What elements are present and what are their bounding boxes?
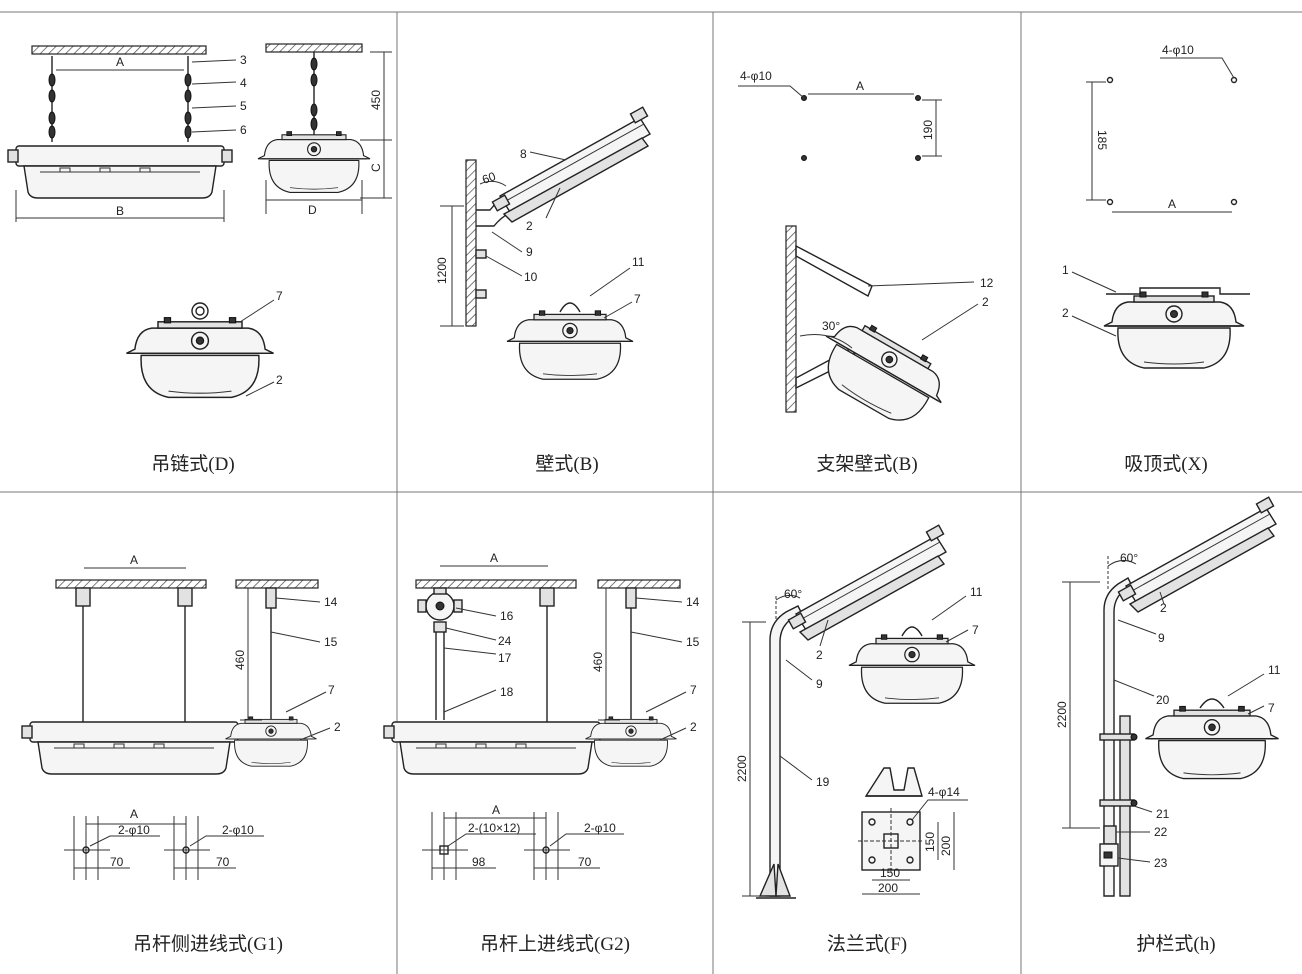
callout-9: 9 — [526, 245, 533, 259]
callout-7: 7 — [972, 623, 979, 637]
dim-a: A — [856, 79, 864, 93]
caption-guardrail: 护栏式(h) — [1136, 933, 1215, 955]
angle-60: 60° — [784, 587, 802, 601]
panel-rod-top-entry: A 16 24 17 18 460 14 15 7 2 A — [383, 551, 700, 955]
dim-a: A — [1168, 197, 1176, 211]
callout-10: 10 — [524, 270, 538, 284]
callout-7: 7 — [276, 289, 283, 303]
caption-g2: 吊杆上进线式(G2) — [480, 933, 630, 955]
callout-15: 15 — [324, 635, 338, 649]
callout-21: 21 — [1156, 807, 1170, 821]
dim-70a: 70 — [110, 855, 124, 869]
callout-9: 9 — [1158, 631, 1165, 645]
caption-wall: 壁式(B) — [535, 453, 598, 475]
callout-19: 19 — [816, 775, 830, 789]
angle-30: 30° — [822, 319, 840, 333]
callout-24: 24 — [498, 634, 512, 648]
callout-2: 2 — [334, 720, 341, 734]
callout-15: 15 — [686, 635, 700, 649]
panel-chain-suspension: A B 3 4 5 6 D 450 C 7 2 吊链式(D) — [7, 43, 392, 475]
dim-200h: 200 — [878, 881, 898, 895]
callout-2: 2 — [526, 219, 533, 233]
hole-spec: 4-φ14 — [928, 785, 960, 799]
caption-bracket: 支架壁式(B) — [816, 453, 917, 475]
dim-a: A — [130, 553, 138, 567]
caption-chain: 吊链式(D) — [151, 453, 234, 475]
callout-2: 2 — [690, 720, 697, 734]
callout-20: 20 — [1156, 693, 1170, 707]
caption-ceiling: 吸顶式(X) — [1124, 453, 1207, 475]
hole-spec-2: 2-φ10 — [222, 823, 254, 837]
callout-2: 2 — [1062, 306, 1069, 320]
dim-70b: 70 — [216, 855, 230, 869]
panel-guardrail: 60° 2 9 2200 20 21 22 23 11 7 护栏式(h) — [1055, 496, 1281, 955]
dim-150v: 150 — [923, 832, 937, 852]
callout-2: 2 — [1160, 601, 1167, 615]
dim-70: 70 — [578, 855, 592, 869]
hole-spec-2: 2-φ10 — [584, 821, 616, 835]
callout-17: 17 — [498, 651, 512, 665]
callout-7: 7 — [690, 683, 697, 697]
callout-7: 7 — [634, 292, 641, 306]
caption-g1: 吊杆侧进线式(G1) — [133, 933, 283, 955]
angle-60: 60° — [1120, 551, 1138, 565]
panel-wall-mount: 8 60 2 9 10 1200 11 7 壁式(B) — [435, 106, 651, 475]
callout-1: 1 — [1062, 263, 1069, 277]
panel-ceiling: 4-φ10 185 A 1 2 吸顶式(X) — [1062, 43, 1250, 475]
callout-7: 7 — [1268, 701, 1275, 715]
callout-6: 6 — [240, 123, 247, 137]
callout-14: 14 — [686, 595, 700, 609]
dim-1200: 1200 — [435, 257, 449, 284]
callout-12: 12 — [980, 276, 994, 290]
dim-185: 185 — [1095, 130, 1109, 150]
callout-7: 7 — [328, 683, 335, 697]
callout-16: 16 — [500, 609, 514, 623]
dim-a2: A — [130, 807, 138, 821]
hole-spec-1: 2-φ10 — [118, 823, 150, 837]
dim-98: 98 — [472, 855, 486, 869]
callout-18: 18 — [500, 685, 514, 699]
callout-5: 5 — [240, 99, 247, 113]
dim-460: 460 — [233, 650, 247, 670]
dim-200v: 200 — [939, 836, 953, 856]
hole-spec: 4-φ10 — [1162, 43, 1194, 57]
dim-c: C — [369, 163, 383, 172]
dim-150h: 150 — [880, 866, 900, 880]
callout-9: 9 — [816, 677, 823, 691]
panel-rod-side-entry: A 460 14 15 7 2 A 2-φ10 2-φ10 — [21, 553, 341, 955]
callout-2: 2 — [982, 295, 989, 309]
callout-2: 2 — [276, 373, 283, 387]
dim-a2: A — [492, 803, 500, 817]
dim-190: 190 — [921, 120, 935, 140]
dim-a: A — [490, 551, 498, 565]
panel-flange-pole: 60° 2 9 2200 19 11 7 4-φ14 150 200 150 2… — [735, 524, 983, 955]
hole-spec: 4-φ10 — [740, 69, 772, 83]
callout-8: 8 — [520, 147, 527, 161]
dim-450: 450 — [369, 90, 383, 110]
dim-2200: 2200 — [1055, 701, 1069, 728]
angle-60: 60 — [480, 169, 498, 187]
callout-11: 11 — [970, 585, 983, 599]
dim-d: D — [308, 203, 317, 217]
callout-22: 22 — [1154, 825, 1168, 839]
callout-11: 11 — [632, 255, 645, 269]
dim-a: A — [116, 55, 124, 69]
hole-spec-1: 2-(10×12) — [468, 821, 520, 835]
callout-4: 4 — [240, 76, 247, 90]
callout-11: 11 — [1268, 663, 1281, 677]
dim-460: 460 — [591, 652, 605, 672]
dim-2200: 2200 — [735, 755, 749, 782]
callout-3: 3 — [240, 53, 247, 67]
callout-2: 2 — [816, 648, 823, 662]
callout-23: 23 — [1154, 856, 1168, 870]
callout-14: 14 — [324, 595, 338, 609]
dim-b: B — [116, 204, 124, 218]
panel-bracket-wall: 4-φ10 A 190 12 2 30° 支架壁式(B) — [738, 69, 994, 475]
caption-flange: 法兰式(F) — [827, 933, 907, 955]
